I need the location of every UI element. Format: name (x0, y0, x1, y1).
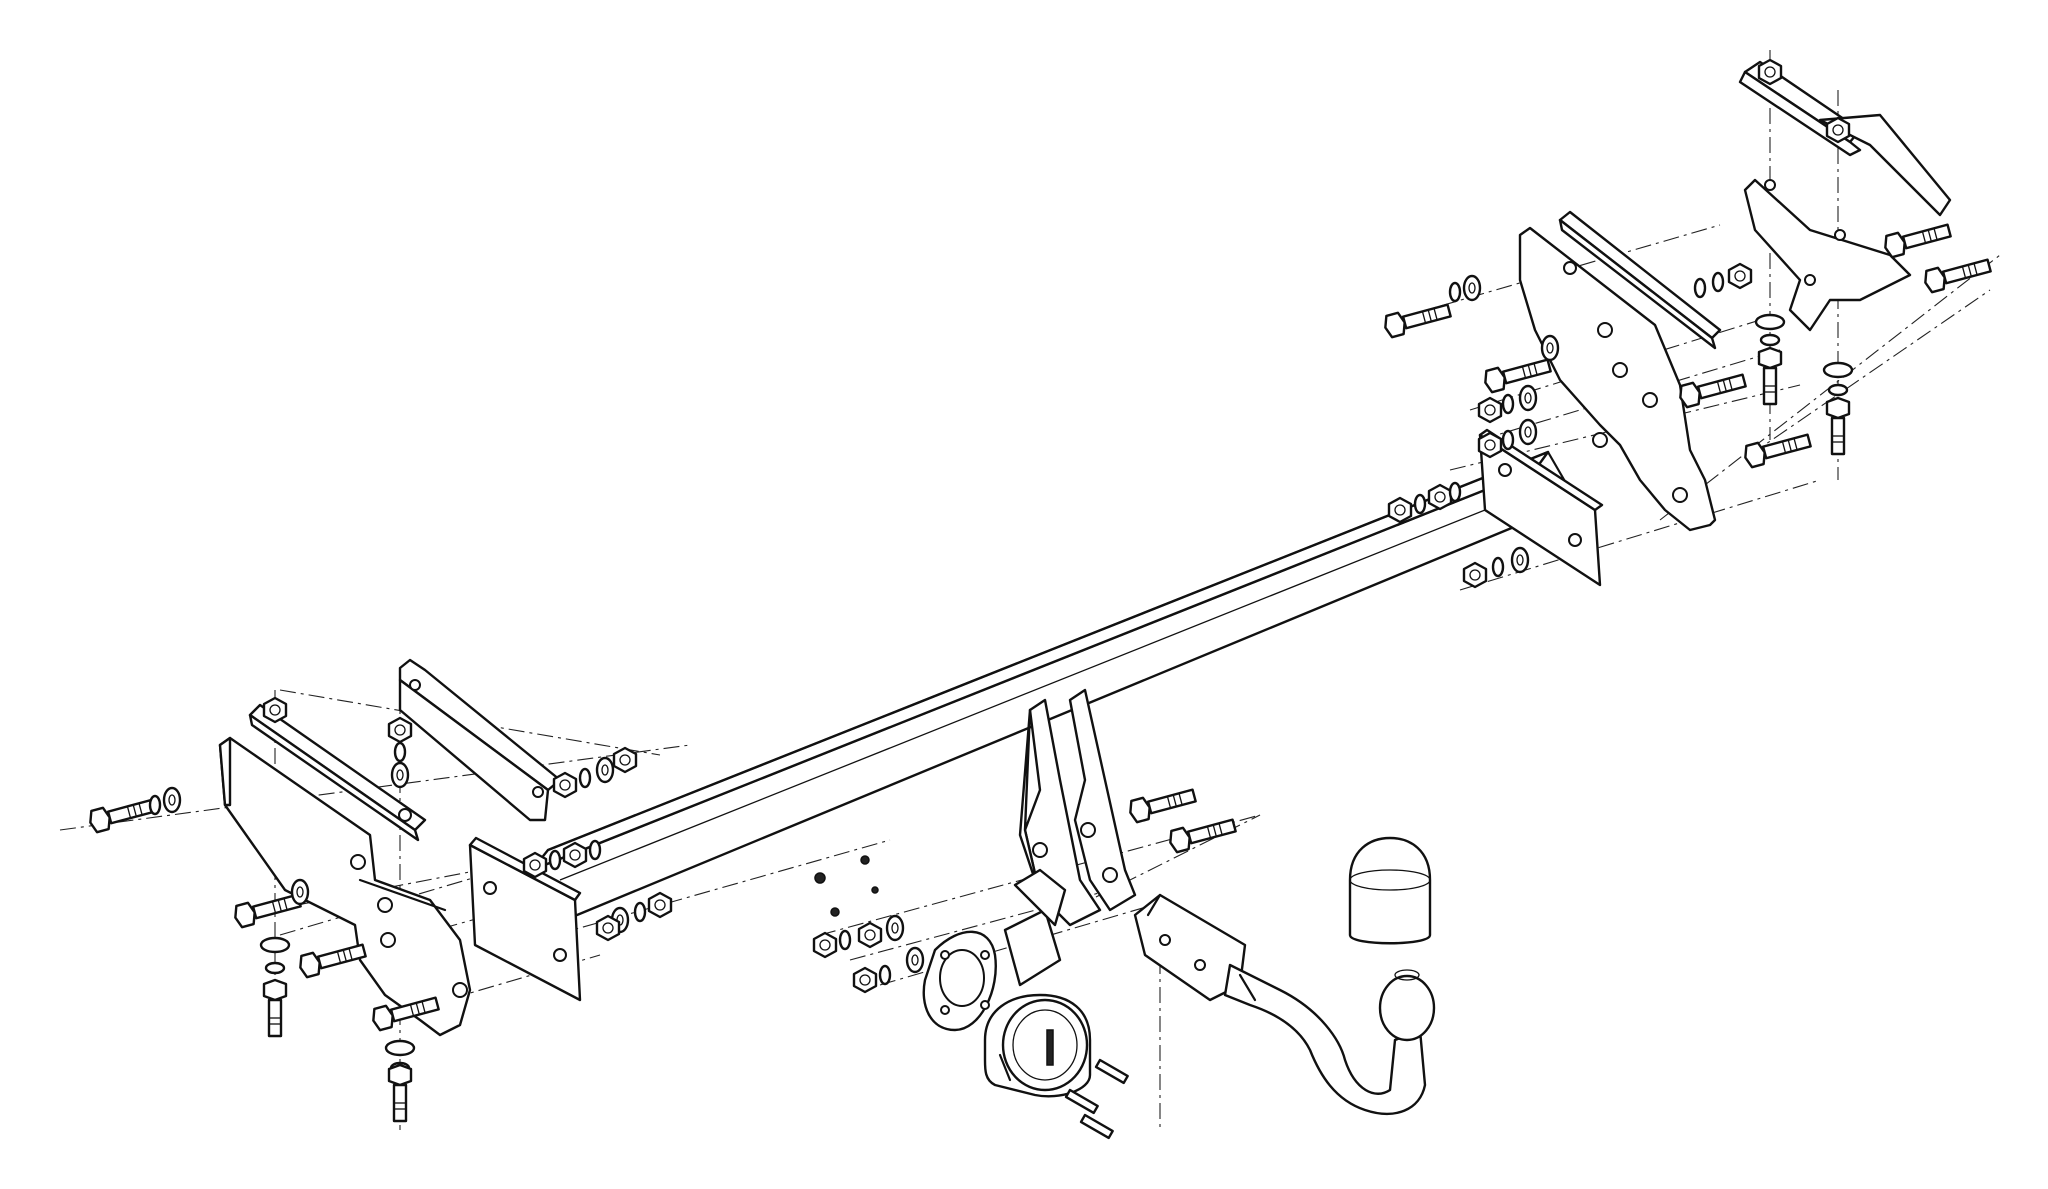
socket-plate (922, 868, 1067, 1032)
center-mount-bracket (1018, 688, 1239, 927)
tow-ball-neck (1133, 893, 1427, 1115)
left-hardware (86, 716, 638, 1123)
socket-hardware (812, 855, 1129, 1140)
right-end-plate (1478, 428, 1604, 587)
right-strap-plates (1738, 58, 1952, 332)
right-side-bracket (1518, 210, 1722, 532)
tow-ball-cap (1348, 836, 1432, 945)
electrical-socket (983, 993, 1092, 1098)
tow-ball (1378, 969, 1436, 1042)
right-hardware (1381, 218, 1994, 470)
left-side-bracket (218, 736, 472, 1037)
